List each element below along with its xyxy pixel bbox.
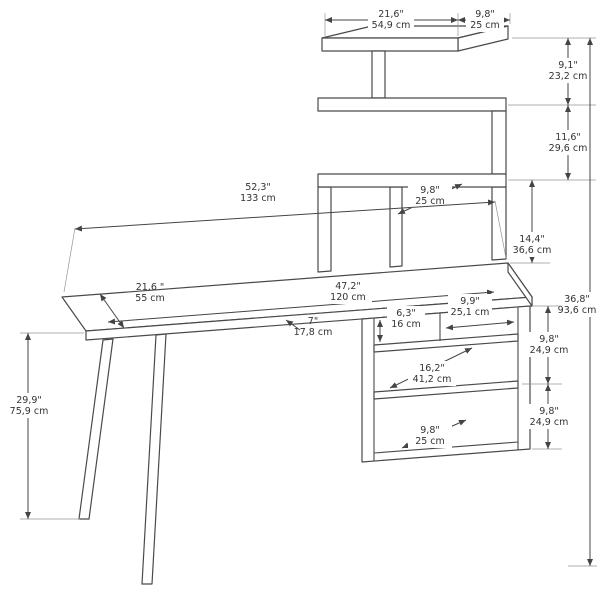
dim-desk-depth-cm: 55 cm: [135, 293, 165, 304]
label-background: [512, 232, 552, 257]
tower-upper-left-support: [371, 50, 386, 99]
dim-cabinet-depth: 9,8" 25 cm: [401, 419, 467, 449]
dim-lower-section-in: 14,4": [519, 234, 545, 245]
dim-top-width-cm: 54,9 cm: [372, 20, 411, 31]
label-background: [448, 294, 492, 319]
dim-cabinet-depth-cm: 25 cm: [415, 436, 445, 447]
dim-middle-section-height: 11,6" 29,6 cm: [508, 105, 596, 181]
dim-total-width-in: 52,3": [245, 182, 271, 193]
dim-cabinet-inner-width: 16,2" 41,2 cm: [389, 347, 473, 389]
dim-desk-height-in: 29,9": [16, 395, 42, 406]
leader-arrow: [285, 319, 301, 331]
dimension-line: [445, 319, 515, 331]
dim-niche-width-cm: 25,1 cm: [451, 307, 490, 318]
tower-lower-left-panel: [317, 186, 332, 273]
label-background: [549, 58, 587, 83]
dim-shelf-depth-in: 9,8": [420, 185, 439, 196]
dim-front-gap-cm: 17,8 cm: [294, 327, 333, 338]
dim-total-width-cm: 133 cm: [240, 193, 276, 204]
dim-desktop-width-in: 47,2": [335, 281, 361, 292]
dim-tower-height-in: 36,8": [564, 294, 590, 305]
dim-tower-height-cm: 93,6 cm: [558, 305, 597, 316]
dim-front-gap-in: 7": [308, 316, 318, 327]
dim-niche-width: 9,9" 25,1 cm: [445, 294, 515, 331]
dim-compartment-upper: 9,8" 24,9 cm: [522, 305, 569, 385]
dim-top-shelf-depth: 9,8" 25 cm: [458, 7, 511, 32]
dim-cabinet-depth-in: 9,8": [420, 425, 439, 436]
dim-top-shelf-width: 21,6" 54,9 cm: [324, 7, 459, 36]
dim-niche-height-in: 6,3": [396, 308, 415, 319]
desk-leg-back: [141, 333, 167, 585]
label-background: [529, 332, 569, 357]
dim-shelf-depth: 9,8" 25 cm: [397, 183, 463, 215]
tower-shelf-2: [317, 97, 507, 112]
extension-line: [494, 200, 507, 259]
desk-leg-front: [78, 338, 114, 520]
dim-compartment-lower-in: 9,8": [539, 406, 558, 417]
dim-niche-height: 6,3" 16 cm: [377, 306, 425, 342]
dim-front-gap: 7" 17,8 cm: [285, 316, 333, 338]
dim-desktop-width-cm: 120 cm: [330, 292, 366, 303]
label-background: [549, 130, 587, 155]
cabinet-top-divider: [373, 333, 519, 353]
dim-upper-section-in: 9,1": [558, 60, 577, 71]
label-background: [387, 306, 425, 331]
dim-compartment-lower: 9,8" 24,9 cm: [529, 384, 569, 450]
dimension-line: [74, 199, 496, 232]
dim-lower-section-height: 14,4" 36,6 cm: [510, 180, 552, 264]
dim-compartment-lower-cm: 24,9 cm: [530, 417, 569, 428]
shelf-tower: [317, 25, 509, 273]
label-background: [556, 292, 598, 317]
dim-upper-section-height: 9,1" 23,2 cm: [508, 37, 596, 106]
label-background: [324, 279, 372, 304]
dim-desk-height: 29,9" 75,9 cm: [7, 332, 84, 520]
dim-top-depth-in: 9,8": [475, 9, 494, 20]
dim-desk-height-cm: 75,9 cm: [10, 406, 49, 417]
dim-lower-section-cm: 36,6 cm: [513, 245, 552, 256]
dim-total-width: 52,3" 133 cm: [63, 182, 507, 293]
dim-desk-depth-in: 21,6 ": [136, 282, 165, 293]
dim-upper-section-cm: 23,2 cm: [549, 71, 588, 82]
dim-middle-section-in: 11,6": [555, 132, 581, 143]
label-background: [466, 7, 504, 32]
dim-compartment-upper-in: 9,8": [539, 334, 558, 345]
dim-niche-height-cm: 16 cm: [391, 319, 421, 330]
dim-top-depth-cm: 25 cm: [470, 20, 500, 31]
label-background: [408, 361, 456, 386]
dimension-line: [107, 289, 495, 325]
dim-cabinet-inner-width-in: 16,2": [419, 363, 445, 374]
dim-middle-section-cm: 29,6 cm: [549, 143, 588, 154]
top-shelf-front-face: [321, 37, 459, 52]
dim-tower-height: 36,8" 93,6 cm: [556, 38, 598, 567]
extension-line: [63, 227, 76, 293]
label-background: [368, 7, 414, 32]
tower-lower-center-panel: [389, 186, 403, 268]
dim-cabinet-inner-width-cm: 41,2 cm: [413, 374, 452, 385]
dim-compartment-upper-cm: 24,9 cm: [530, 345, 569, 356]
label-background: [7, 393, 51, 418]
label-background: [529, 404, 569, 429]
label-background: [408, 423, 452, 448]
dim-desktop-width: 47,2" 120 cm: [107, 279, 495, 325]
tower-right-support: [491, 110, 507, 175]
dim-top-width-in: 21,6": [378, 9, 404, 20]
dim-niche-width-in: 9,9": [460, 296, 479, 307]
desk-right-edge: [507, 262, 533, 307]
